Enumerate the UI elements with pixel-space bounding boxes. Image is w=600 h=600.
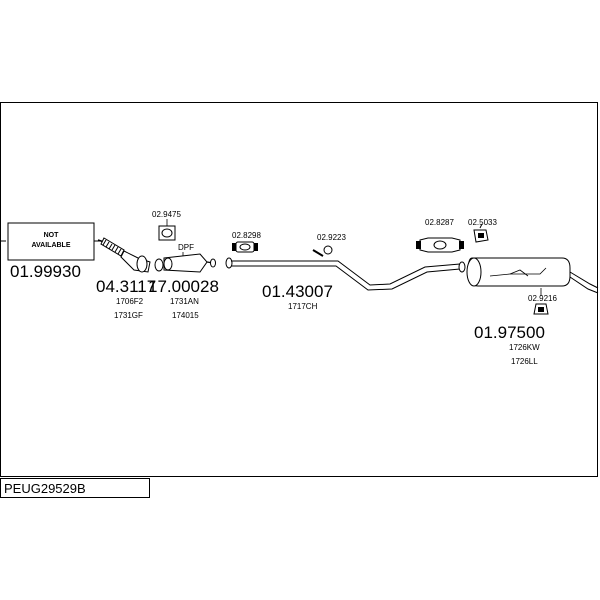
not-available-part[interactable]: NOT AVAILABLE <box>0 222 100 261</box>
hanger-icon[interactable] <box>312 245 333 257</box>
dpf-outlet <box>210 258 216 268</box>
dpf-unit-drawing[interactable] <box>163 253 216 273</box>
part-number-01-97500[interactable]: 01.97500 <box>474 323 545 342</box>
catalyst-end <box>136 255 148 273</box>
mid-pipe-drawing[interactable] <box>225 257 461 291</box>
ref-1731gf: 1731GF <box>114 311 143 320</box>
silencer-body <box>467 257 571 287</box>
flex-section <box>100 237 125 257</box>
not-available-line2: AVAILABLE <box>31 242 70 249</box>
part-number-02-9223[interactable]: 02.9223 <box>317 233 346 242</box>
dpf-end-front <box>163 257 173 271</box>
not-available-line1: NOT <box>44 232 60 239</box>
hanger-icon[interactable] <box>473 223 489 243</box>
part-number-02-8298[interactable]: 02.8298 <box>232 231 261 240</box>
rear-silencer-drawing[interactable] <box>458 257 599 294</box>
diagram-code: PEUG29529B <box>4 481 86 496</box>
part-number-01-99930[interactable]: 01.99930 <box>10 262 81 281</box>
diagram-frame <box>0 102 598 477</box>
part-number-17-00028[interactable]: 17.00028 <box>148 277 219 296</box>
part-number-02-9216[interactable]: 02.9216 <box>528 294 557 303</box>
ref-1731an: 1731AN <box>170 297 199 306</box>
part-number-01-43007[interactable]: 01.43007 <box>262 282 333 301</box>
part-number-04-3117[interactable]: 04.3117 <box>96 277 156 296</box>
silencer-end-front <box>466 257 482 287</box>
gasket-icon[interactable] <box>158 219 176 241</box>
clamp-icon[interactable] <box>232 241 258 253</box>
not-available-box <box>7 222 95 261</box>
code-box <box>0 478 150 498</box>
ref-1706f2: 1706F2 <box>116 297 144 306</box>
ref-1726kw: 1726KW <box>509 343 540 352</box>
ref-1717ch: 1717CH <box>288 302 318 311</box>
part-number-02-9475[interactable]: 02.9475 <box>152 210 181 219</box>
ref-174015: 174015 <box>172 311 199 320</box>
ref-1726ll: 1726LL <box>511 357 538 366</box>
clamp-icon[interactable] <box>416 237 464 253</box>
part-number-02-8287[interactable]: 02.8287 <box>425 218 454 227</box>
hanger-icon[interactable] <box>533 288 549 315</box>
part-number-02-5033[interactable]: 02.5033 <box>468 218 497 227</box>
dpf-label: DPF <box>178 243 194 252</box>
front-pipe-drawing[interactable] <box>97 237 151 273</box>
dpf-body <box>163 253 208 273</box>
small-gasket-icon <box>154 258 164 272</box>
